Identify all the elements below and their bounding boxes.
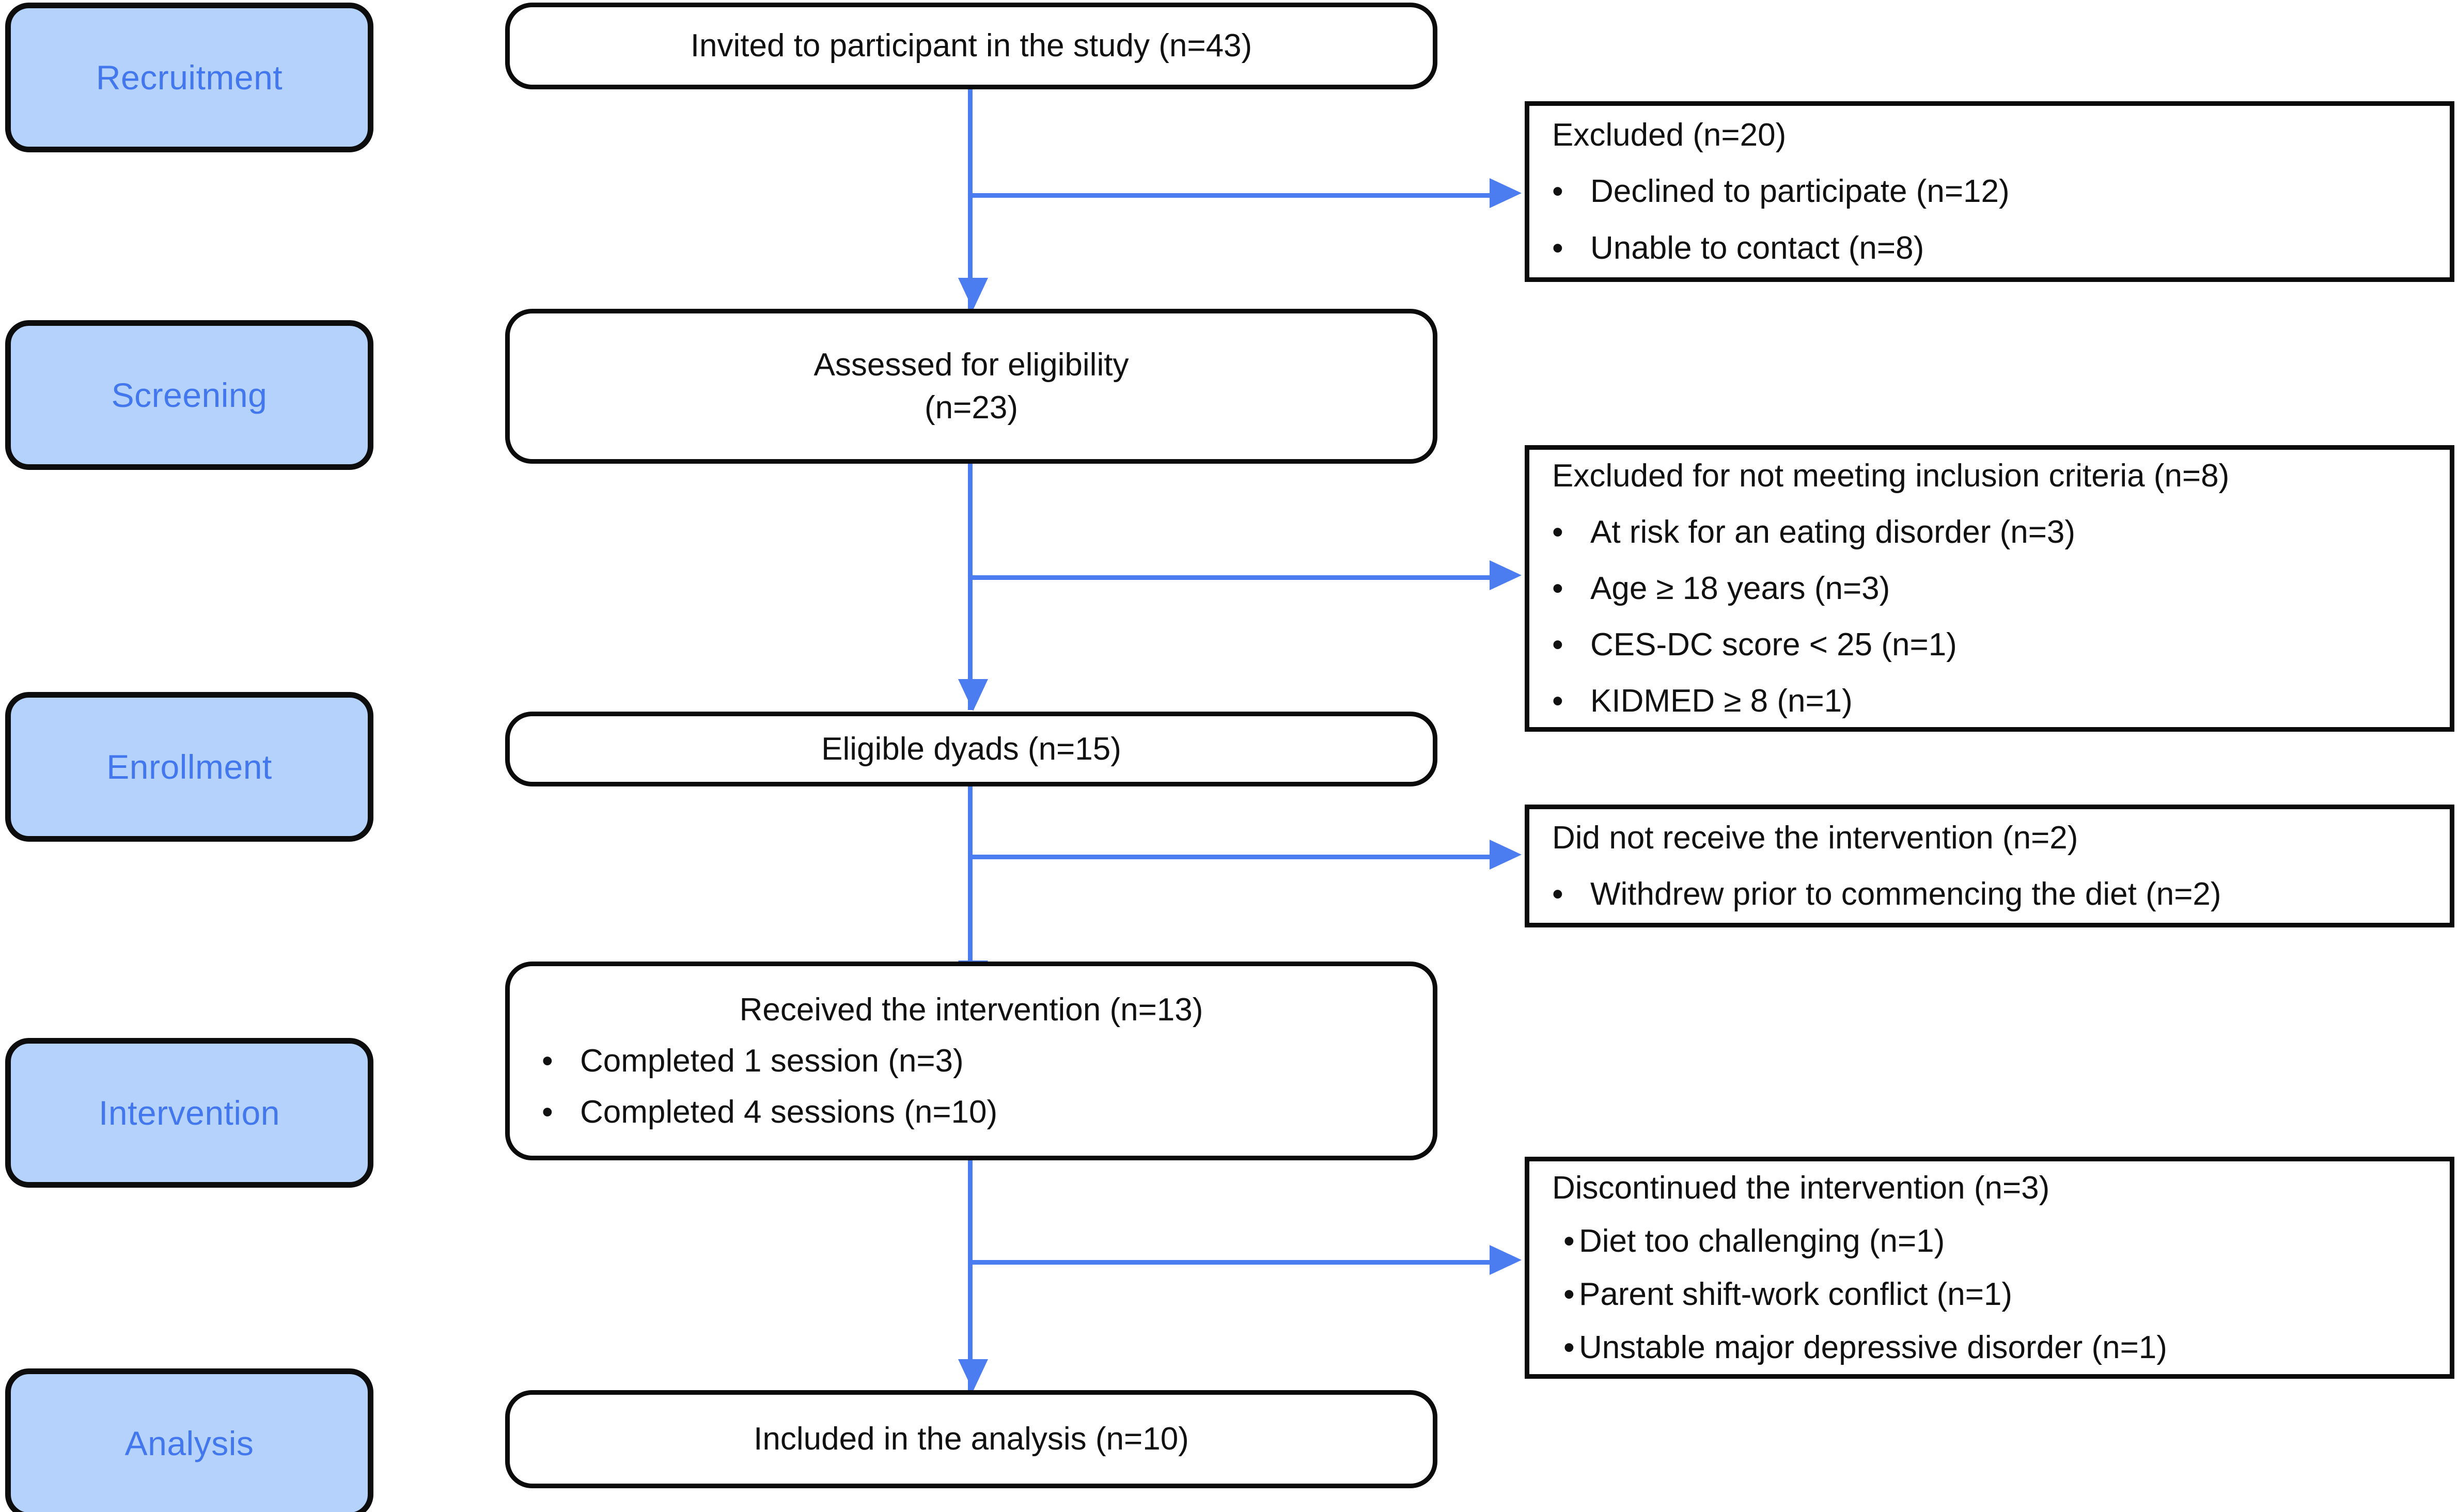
list-item: Age ≥ 18 years (n=3) xyxy=(1529,567,2450,610)
arrowhead-excluded-2 xyxy=(1490,560,1522,590)
arrowhead-assessed xyxy=(958,278,988,310)
stage-chip-analysis: Analysis xyxy=(5,1368,373,1512)
stage-chip-recruitment: Recruitment xyxy=(5,3,373,152)
side-box-excluded-1: Excluded (n=20) Declined to participate … xyxy=(1525,101,2454,282)
connector-branch-excluded-1 xyxy=(968,193,1490,198)
list-item: Unable to contact (n=8) xyxy=(1529,227,2450,270)
arrowhead-not-received xyxy=(1490,840,1522,870)
flow-box-included-title: Included in the analysis (n=10) xyxy=(754,1421,1189,1457)
side-box-excluded-2-bullets: At risk for an eating disorder (n=3) Age… xyxy=(1529,497,2450,722)
flow-box-received: Received the intervention (n=13) Complet… xyxy=(505,962,1437,1160)
connector-received-to-included xyxy=(968,1159,973,1392)
flow-box-assessed: Assessed for eligibility (n=23) xyxy=(505,309,1437,464)
flow-box-invited: Invited to participant in the study (n=4… xyxy=(505,3,1437,89)
side-box-excluded-1-title: Excluded (n=20) xyxy=(1552,117,1787,153)
list-item: CES-DC score < 25 (n=1) xyxy=(1529,623,2450,666)
side-box-discontinued: Discontinued the intervention (n=3) Diet… xyxy=(1525,1157,2454,1379)
stage-label-enrollment: Enrollment xyxy=(106,747,272,786)
stage-label-intervention: Intervention xyxy=(99,1093,280,1132)
arrowhead-excluded-1 xyxy=(1490,178,1522,208)
list-item: Completed 1 session (n=3) xyxy=(510,1040,1433,1082)
connector-invited-to-assessed xyxy=(968,87,973,309)
connector-branch-excluded-2 xyxy=(968,575,1490,580)
side-box-excluded-1-bullets: Declined to participate (n=12) Unable to… xyxy=(1529,156,2450,269)
list-item: Parent shift-work conflict (n=1) xyxy=(1529,1273,2450,1316)
flow-box-received-title: Received the intervention (n=13) xyxy=(739,991,1203,1028)
stage-label-recruitment: Recruitment xyxy=(96,58,283,97)
stage-chip-enrollment: Enrollment xyxy=(5,692,373,842)
side-box-excluded-2-title: Excluded for not meeting inclusion crite… xyxy=(1552,458,2230,494)
flow-box-invited-title: Invited to participant in the study (n=4… xyxy=(690,28,1253,64)
list-item: Declined to participate (n=12) xyxy=(1529,170,2450,213)
list-item: Withdrew prior to commencing the diet (n… xyxy=(1529,873,2450,916)
list-item: At risk for an eating disorder (n=3) xyxy=(1529,511,2450,554)
side-box-excluded-2: Excluded for not meeting inclusion crite… xyxy=(1525,445,2454,732)
stage-label-analysis: Analysis xyxy=(124,1424,254,1462)
arrowhead-eligible xyxy=(958,679,988,711)
flow-box-received-bullets: Completed 1 session (n=3) Completed 4 se… xyxy=(510,1031,1433,1133)
stage-label-screening: Screening xyxy=(111,375,268,414)
flow-box-assessed-title: Assessed for eligibility xyxy=(813,346,1129,383)
connector-assessed-to-eligible xyxy=(968,462,973,710)
flow-box-assessed-subtitle: (n=23) xyxy=(925,390,1018,426)
side-box-not-received: Did not receive the intervention (n=2) W… xyxy=(1525,805,2454,927)
connector-eligible-to-received xyxy=(968,785,973,991)
connector-branch-discontinued xyxy=(968,1260,1490,1265)
arrowhead-included xyxy=(958,1359,988,1391)
flow-box-eligible: Eligible dyads (n=15) xyxy=(505,712,1437,786)
list-item: KIDMED ≥ 8 (n=1) xyxy=(1529,680,2450,722)
list-item: Completed 4 sessions (n=10) xyxy=(510,1091,1433,1133)
side-box-discontinued-title: Discontinued the intervention (n=3) xyxy=(1552,1170,2050,1206)
stage-chip-intervention: Intervention xyxy=(5,1038,373,1188)
side-box-not-received-title: Did not receive the intervention (n=2) xyxy=(1552,820,2078,856)
stage-chip-screening: Screening xyxy=(5,320,373,470)
list-item: Diet too challenging (n=1) xyxy=(1529,1220,2450,1263)
side-box-discontinued-bullets: Diet too challenging (n=1) Parent shift-… xyxy=(1529,1209,2450,1369)
connector-branch-not-received xyxy=(968,855,1490,859)
flow-box-included: Included in the analysis (n=10) xyxy=(505,1390,1437,1488)
flow-box-eligible-title: Eligible dyads (n=15) xyxy=(821,731,1121,767)
list-item: Unstable major depressive disorder (n=1) xyxy=(1529,1326,2450,1369)
arrowhead-discontinued xyxy=(1490,1245,1522,1275)
side-box-not-received-bullets: Withdrew prior to commencing the diet (n… xyxy=(1529,859,2450,916)
